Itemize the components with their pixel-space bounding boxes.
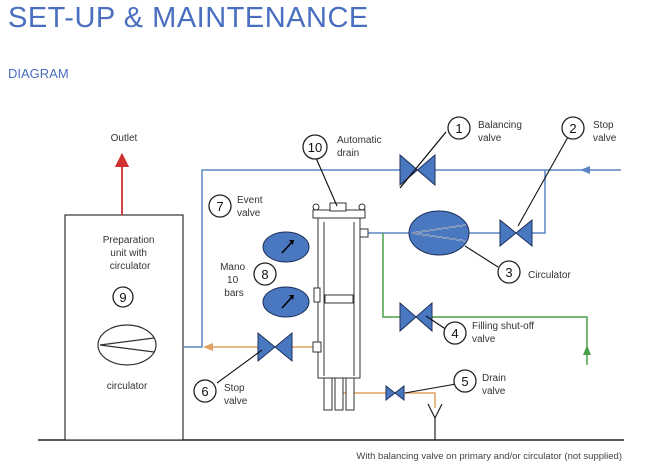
number-2: 2 — [569, 121, 576, 136]
filling-pipe — [382, 233, 588, 365]
number-7: 7 — [216, 199, 223, 214]
number-10-badge — [302, 134, 328, 160]
footer-note: With balancing valve on primary and/or c… — [356, 451, 622, 462]
number-8-badge — [253, 262, 277, 286]
number-1-badge — [447, 116, 471, 140]
circulator-right-label: Circulator — [528, 270, 571, 281]
number-1: 1 — [455, 121, 462, 136]
drain-valve-label: Drain valve — [482, 373, 509, 397]
number-4: 4 — [451, 326, 458, 341]
number-4-badge — [443, 321, 467, 345]
svg-text:Preparation unit with: Preparation unit with circulator — [103, 235, 157, 272]
prep-unit-label-3: circulator — [110, 261, 151, 272]
number-6: 6 — [201, 384, 208, 399]
stop-valve-right-label: Stop valve — [593, 120, 617, 144]
manometer-top-icon — [262, 231, 310, 263]
stop-valve-bottom-label: Stop valve — [224, 383, 248, 407]
number-6-badge — [193, 379, 217, 403]
prep-unit-label-1: Preparation — [103, 235, 155, 246]
number-2-badge — [561, 116, 585, 140]
filling-shutoff-valve — [399, 301, 433, 333]
number-3-badge — [497, 260, 521, 284]
inner-circulator-icon — [97, 324, 157, 366]
manometer-bottom-icon — [262, 286, 310, 318]
number-9-badge — [112, 286, 134, 308]
stop-valve-right — [499, 218, 533, 248]
outlet-label: Outlet — [111, 133, 138, 144]
section-subtitle: DIAGRAM — [8, 66, 69, 81]
inner-circulator-label: circulator — [107, 381, 148, 392]
inlet-arrow — [580, 166, 590, 174]
filling-arrow — [583, 345, 591, 355]
event-valve-label: Event valve — [237, 195, 265, 219]
number-9: 9 — [119, 290, 126, 305]
number-5-badge — [453, 369, 477, 393]
leader-lines — [216, 136, 569, 394]
automatic-drain-label: Automatic drain — [337, 135, 384, 159]
number-7-badge — [208, 194, 232, 218]
prep-unit-label-2: unit with — [110, 248, 147, 259]
filling-valve-label: Filling shut-off valve — [472, 321, 537, 345]
mano-label: Mano 10 bars — [220, 262, 248, 299]
number-3: 3 — [505, 265, 512, 280]
return-arrow — [203, 343, 213, 351]
number-10: 10 — [308, 140, 322, 155]
circulator-right-icon — [408, 210, 470, 256]
number-5: 5 — [461, 374, 468, 389]
balancing-valve — [399, 131, 447, 189]
stop-valve-bottom — [257, 331, 293, 363]
page-title: SET-UP & MAINTENANCE — [8, 2, 369, 34]
drain-valve — [385, 384, 405, 402]
filter-housing — [312, 202, 369, 411]
number-8: 8 — [261, 267, 268, 282]
balancing-valve-label: Balancing valve — [478, 120, 525, 144]
